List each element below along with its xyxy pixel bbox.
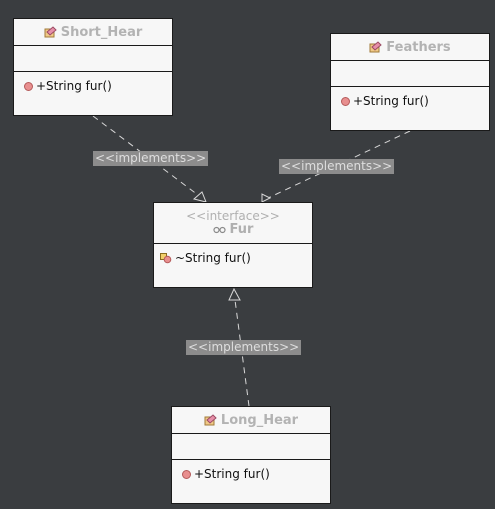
operation-signature: ~String fur() [175,251,251,265]
edge-label-feathers: <<implements>> [279,159,395,174]
public-method-icon [341,96,350,106]
class-long-hear[interactable]: Long_Hear +String fur() [171,406,331,504]
class-feathers-header: Feathers [331,34,489,61]
operation-signature: +String fur() [194,467,270,481]
class-feathers-name: Feathers [386,39,451,55]
operation-row[interactable]: +String fur() [341,93,489,109]
arrowhead-feathers [261,193,272,203]
operation-row[interactable]: ~String fur() [160,250,312,266]
class-short-hear-name: Short_Hear [60,24,143,40]
class-long-hear-operations: +String fur() [172,460,330,482]
arrowhead-long-hear [228,287,241,301]
public-method-icon [182,469,191,479]
class-long-hear-name: Long_Hear [220,412,299,428]
package-method-icon [160,252,172,263]
operation-row[interactable]: +String fur() [182,466,330,482]
class-feathers-operations: +String fur() [331,87,489,109]
interface-fur-name: Fur [229,222,254,237]
class-short-hear-header: Short_Hear [14,19,172,46]
edge-long-hear-to-fur[interactable] [234,299,250,407]
class-icon [44,26,57,38]
interface-fur-operations: ~String fur() [154,244,312,266]
class-feathers[interactable]: Feathers +String fur() [330,33,490,131]
public-method-icon [24,81,33,91]
class-icon [204,414,217,426]
class-short-hear[interactable]: Short_Hear +String fur() [13,18,173,116]
interface-name-row: Fur [212,222,254,237]
operation-signature: +String fur() [36,79,112,93]
interface-icon [212,226,226,234]
class-feathers-attributes [331,61,489,87]
interface-stereotype: <<interface>> [186,209,280,223]
edge-label-short-hear: <<implements>> [93,151,209,166]
interface-fur[interactable]: <<interface>> Fur ~String fur() [153,202,313,288]
class-icon [369,41,383,53]
operation-signature: +String fur() [353,94,429,108]
class-long-hear-header: Long_Hear [172,407,330,434]
interface-fur-header: <<interface>> Fur [154,203,312,244]
edge-label-long-hear: <<implements>> [186,340,302,355]
class-short-hear-operations: +String fur() [14,72,172,94]
class-long-hear-attributes [172,434,330,460]
arrowhead-short-hear [192,191,207,203]
operation-row[interactable]: +String fur() [24,78,172,94]
class-short-hear-attributes [14,46,172,72]
